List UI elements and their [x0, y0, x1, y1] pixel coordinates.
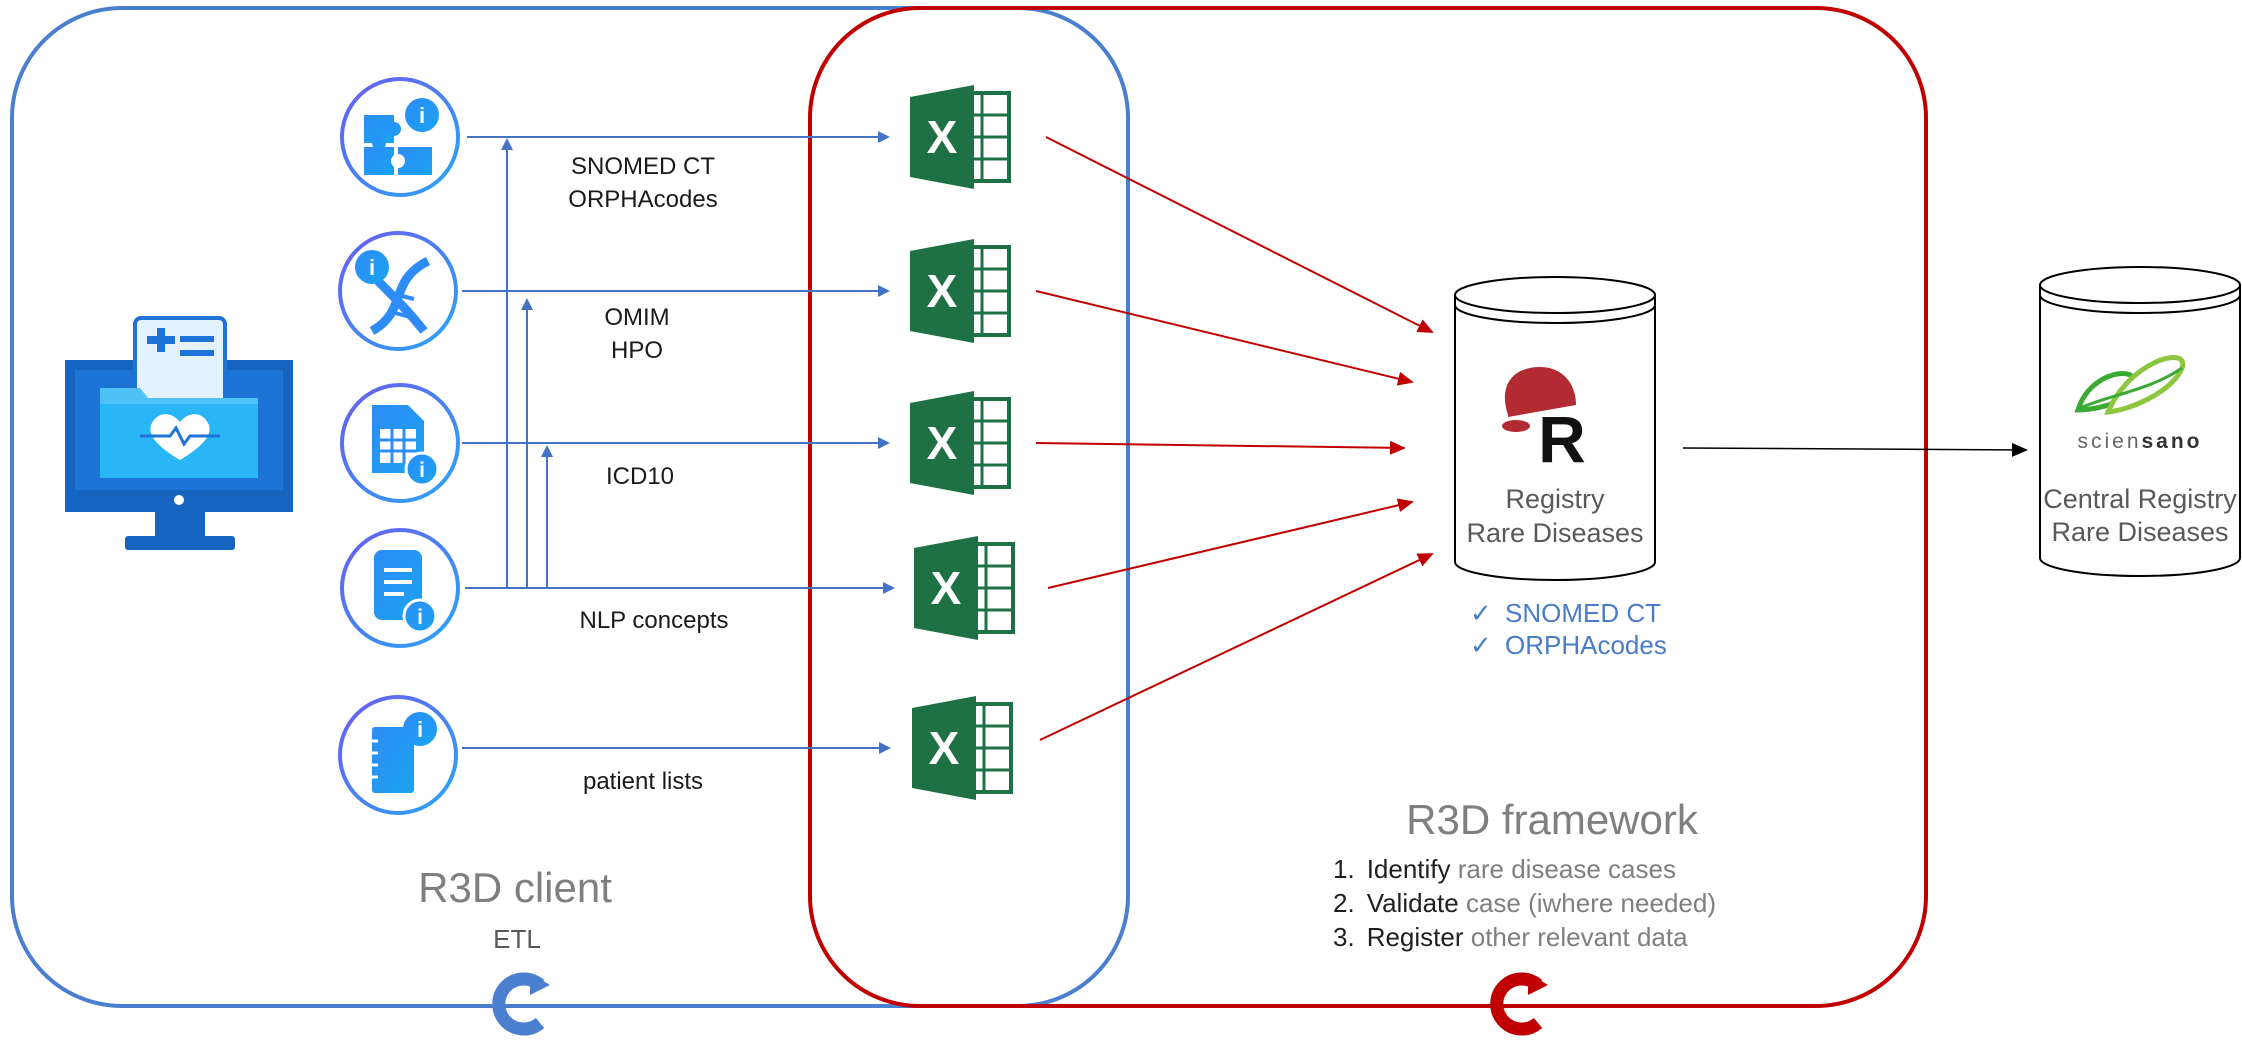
arrow-registry-to-central [1682, 442, 2028, 457]
step-3: 3.Register other relevant data [1333, 922, 1688, 952]
central-line2: Rare Diseases [2051, 517, 2228, 547]
framework-boundary [808, 6, 1928, 1008]
excel-icon: X [910, 85, 1011, 189]
svg-text:R: R [1538, 402, 1586, 476]
svg-text:i: i [417, 606, 423, 629]
framework-title: R3D framework [1406, 796, 1699, 843]
svg-text:X: X [927, 111, 958, 163]
svg-text:i: i [369, 255, 375, 280]
excel-icon: X [912, 696, 1013, 800]
central-line1: Central Registry [2043, 484, 2237, 514]
spreadsheet-info-icon: i [372, 405, 440, 487]
client-boundary [10, 6, 1130, 1008]
arrow-excel5-to-registry [1039, 553, 1434, 741]
svg-text:X: X [927, 265, 958, 317]
registry-line2: Rare Diseases [1466, 518, 1643, 548]
framework-refresh-icon [1490, 972, 1548, 1036]
source-icon-1: i [340, 77, 460, 197]
registry-database: R Registry Rare Diseases [1454, 276, 1656, 581]
red-flow-lines [1035, 136, 1434, 741]
check-icon: ✓ [1470, 630, 1492, 660]
label-nlp-concepts: NLP concepts [580, 607, 729, 634]
arrow-excel3-to-registry [1035, 440, 1406, 455]
framework-steps: 1.Identify rare disease cases 2.Validate… [1333, 854, 1716, 952]
flow-label-2: OMIM HPO [604, 304, 669, 364]
r-cap-logo: R [1502, 367, 1586, 476]
svg-text:X: X [927, 417, 958, 469]
document-info-icon: i [374, 550, 438, 634]
client-subtitle: ETL [493, 924, 541, 954]
svg-text:X: X [929, 722, 960, 774]
label-patient-lists: patient lists [583, 768, 703, 795]
patient-record-monitor-icon [65, 316, 293, 550]
check-orphacodes: ORPHAcodes [1505, 630, 1667, 660]
excel-icons: X X X X [910, 85, 1015, 800]
flow-label-1: SNOMED CT ORPHAcodes [568, 153, 717, 213]
sciensano-logo: sciensano [2074, 355, 2202, 453]
client-refresh-icon [492, 972, 550, 1036]
sciensano-wordmark: sciensano [2077, 430, 2202, 453]
svg-text:i: i [419, 103, 425, 128]
check-icon: ✓ [1470, 598, 1492, 628]
source-icon-3: i [340, 383, 460, 503]
label-hpo: HPO [611, 337, 663, 364]
central-registry-database: sciensano Central Registry Rare Diseases [2039, 266, 2241, 577]
step-1: 1.Identify rare disease cases [1333, 854, 1676, 884]
svg-text:i: i [417, 717, 423, 742]
source-icon-2: i [338, 231, 458, 351]
arrow-excel1-to-registry [1045, 136, 1434, 333]
arrow-excel2-to-registry [1035, 290, 1414, 386]
arrow-excel4-to-registry [1047, 498, 1414, 589]
blue-flow-lines [462, 131, 895, 754]
label-snomed: SNOMED CT [571, 153, 715, 180]
check-snomed: SNOMED CT [1505, 598, 1661, 628]
svg-text:i: i [419, 459, 425, 482]
label-omim: OMIM [604, 304, 669, 331]
label-icd10: ICD10 [606, 463, 674, 490]
notebook-info-icon: i [366, 712, 437, 793]
source-icon-5: i [338, 695, 458, 815]
source-icon-4: i [340, 528, 460, 648]
excel-icon: X [914, 536, 1015, 640]
registry-line1: Registry [1505, 484, 1605, 514]
excel-icon: X [910, 391, 1011, 495]
client-title: R3D client [418, 864, 612, 911]
svg-text:X: X [931, 562, 962, 614]
puzzle-info-icon: i [364, 98, 439, 175]
label-orphacodes: ORPHAcodes [568, 186, 717, 213]
registry-checklist: ✓ SNOMED CT ✓ ORPHAcodes [1470, 598, 1667, 660]
step-2: 2.Validate case (iwhere needed) [1333, 888, 1716, 918]
dna-info-icon: i [355, 250, 431, 335]
excel-icon: X [910, 239, 1011, 343]
